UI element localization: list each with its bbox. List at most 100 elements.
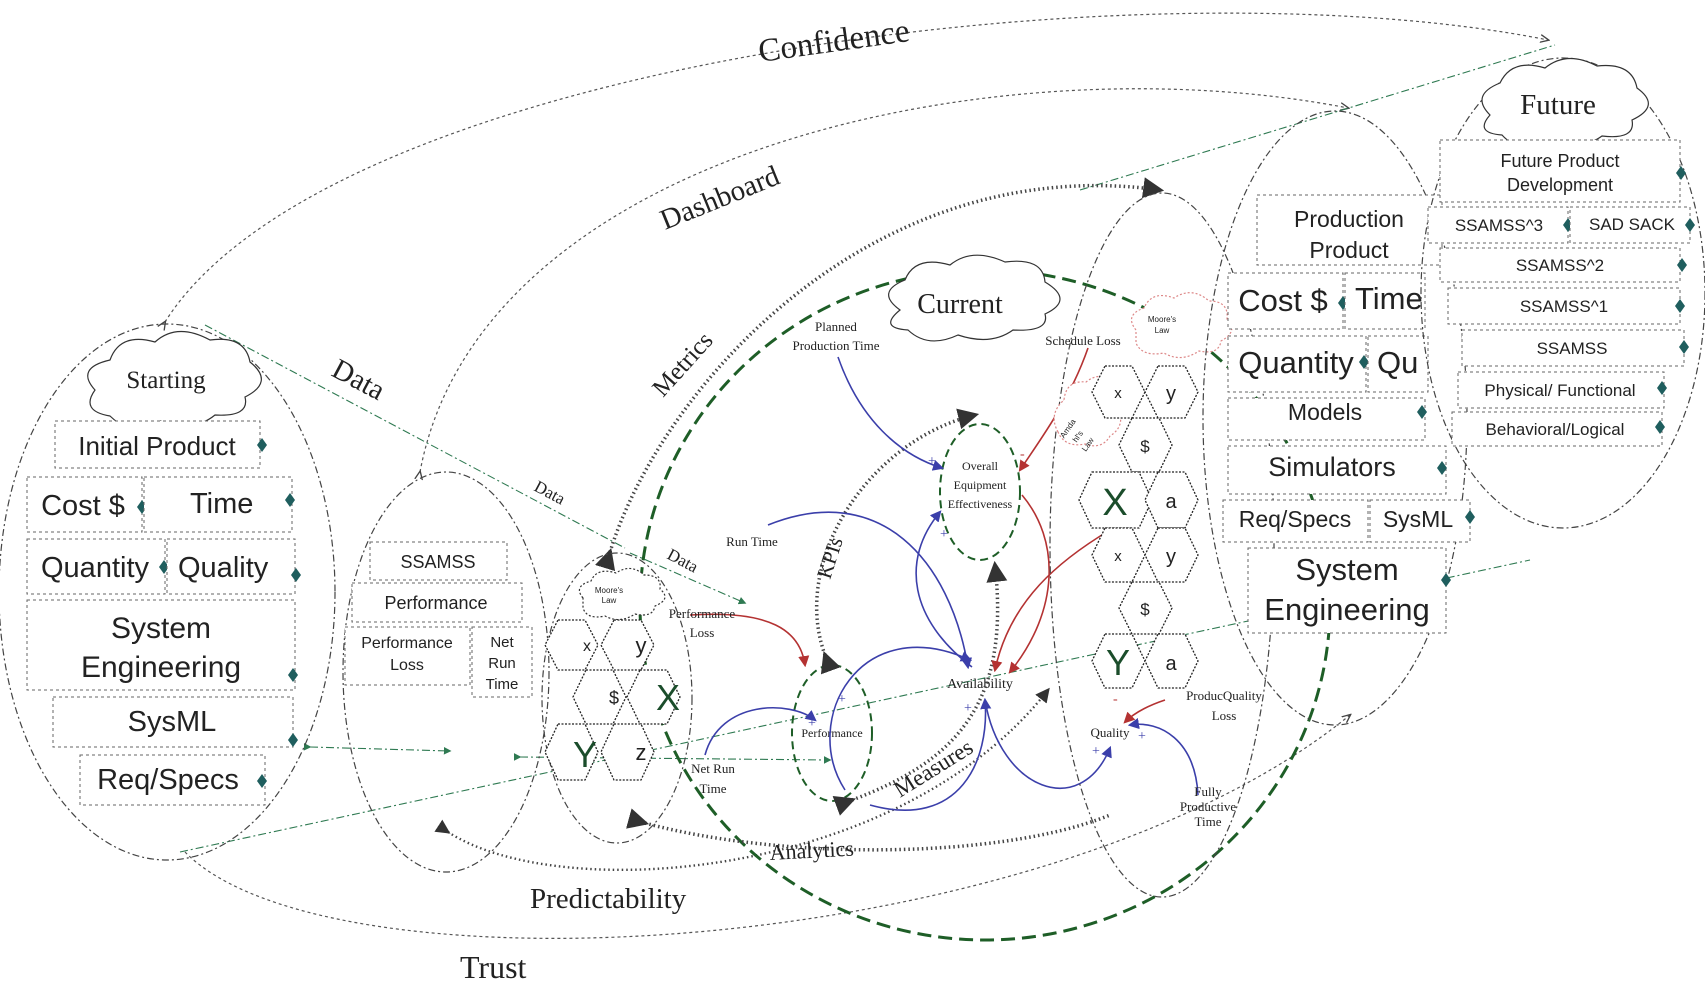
hex-label: $ bbox=[1140, 600, 1150, 619]
diamond-icon bbox=[1417, 405, 1427, 419]
hex-cell bbox=[572, 669, 627, 725]
confidence-label: Confidence bbox=[756, 13, 912, 70]
minus-sign: - bbox=[1020, 447, 1025, 462]
diamond-icon bbox=[288, 668, 298, 682]
hex-cell bbox=[1118, 417, 1173, 473]
left-moores-law-1: Moore's bbox=[595, 586, 623, 595]
initial-product-label: Initial Product bbox=[78, 431, 236, 461]
performance-loss-1: Performance bbox=[669, 606, 736, 621]
diamond-icon bbox=[291, 568, 301, 582]
data-small-label-1: Data bbox=[531, 477, 569, 509]
middle-ssamss-box bbox=[369, 541, 508, 581]
middle-ssamss: SSAMSS bbox=[400, 552, 475, 572]
future-product-2: Development bbox=[1507, 175, 1613, 195]
quality-node: Quality bbox=[1091, 725, 1130, 740]
production-sysml: SysML bbox=[1383, 506, 1454, 532]
middle-net-run-time-1: Net bbox=[490, 634, 514, 651]
performance-to-availability-2 bbox=[869, 697, 992, 811]
schedule-loss: Schedule Loss bbox=[1045, 333, 1120, 348]
perfloss-to-performance bbox=[689, 613, 810, 668]
starting-system-engineering-2: Engineering bbox=[81, 651, 241, 684]
hex-cell bbox=[544, 723, 599, 781]
ssamss1-box bbox=[1447, 287, 1681, 325]
left-hex-ellipse bbox=[541, 552, 693, 844]
diamond-icon bbox=[288, 733, 298, 747]
hex-label: Y bbox=[573, 734, 597, 775]
starting-title: Starting bbox=[126, 367, 206, 394]
middle-performance-loss-box bbox=[344, 626, 471, 686]
hex-label: y bbox=[1166, 546, 1176, 568]
data-line bbox=[204, 324, 626, 549]
diamond-icon bbox=[257, 438, 267, 452]
netrun-to-performance bbox=[704, 706, 817, 756]
future-ssamss1: SSAMSS^1 bbox=[1520, 297, 1608, 316]
plus-sign: + bbox=[1138, 729, 1146, 744]
future-ssamss2: SSAMSS^2 bbox=[1516, 256, 1604, 275]
hex-label: $ bbox=[1140, 437, 1150, 456]
plus-sign: + bbox=[928, 454, 936, 469]
future-product-1: Future Product bbox=[1500, 151, 1619, 171]
availability-to-oee bbox=[915, 510, 973, 668]
production-system-engineering-2: Engineering bbox=[1264, 592, 1429, 627]
production-quantity-box bbox=[1227, 335, 1367, 393]
fully-productive-time-2: Productive bbox=[1180, 799, 1237, 814]
hex-label: a bbox=[1165, 653, 1177, 675]
sad-sack-box bbox=[1569, 206, 1691, 244]
minus-sign: - bbox=[1113, 692, 1118, 707]
dashboard-label: Dashboard bbox=[656, 160, 785, 237]
performance-loss-2: Loss bbox=[690, 625, 715, 640]
fully-productive-time-1: Fully bbox=[1194, 784, 1222, 799]
right-hex-cluster bbox=[1078, 365, 1199, 689]
future-sad-sack: SAD SACK bbox=[1589, 215, 1676, 234]
planned-production-time-1: Planned bbox=[815, 319, 857, 334]
metrics-arc bbox=[595, 177, 1165, 572]
time-box bbox=[143, 476, 293, 533]
plus-sign: + bbox=[940, 527, 948, 542]
hex-cell bbox=[600, 619, 655, 671]
production-cost: Cost $ bbox=[1238, 283, 1328, 318]
future-physical: Physical/ Functional bbox=[1484, 381, 1635, 400]
middle-net-run-time-2: Run bbox=[488, 655, 516, 672]
diamond-icon bbox=[285, 493, 295, 507]
confidence-arc bbox=[165, 12, 1548, 322]
produc-quality-loss-2: Loss bbox=[1212, 708, 1237, 723]
diamond-icon bbox=[1677, 258, 1687, 272]
starting-req-specs: Req/Specs bbox=[97, 764, 239, 796]
data-big-label: Data bbox=[327, 353, 390, 407]
req-specs-box bbox=[79, 754, 266, 806]
planned-to-oee bbox=[837, 356, 945, 471]
current-cloud bbox=[888, 254, 1061, 342]
starting-cost: Cost $ bbox=[41, 490, 125, 522]
middle-performance: Performance bbox=[384, 593, 487, 613]
right-moores-law-1: Moore's bbox=[1148, 315, 1176, 324]
start-middle-link bbox=[303, 742, 452, 755]
net-run-time-2: Time bbox=[700, 781, 727, 796]
net-run-time-1: Net Run bbox=[691, 761, 735, 776]
left-moores-cloud bbox=[578, 567, 666, 621]
analytics-label: Analytics bbox=[769, 836, 855, 865]
diamond-icon bbox=[1359, 355, 1369, 369]
predictability-label: Predictability bbox=[530, 883, 687, 915]
production-quality: Qu bbox=[1377, 345, 1418, 380]
dashboard-arc bbox=[420, 88, 1348, 472]
production-title-2: Product bbox=[1309, 237, 1389, 263]
quantity-box bbox=[26, 538, 166, 595]
diamond-icon bbox=[1685, 218, 1695, 232]
predictability-arc bbox=[434, 687, 1050, 872]
fully-to-quality bbox=[1127, 718, 1199, 796]
diamond-icon bbox=[1676, 166, 1686, 180]
production-time-box bbox=[1344, 272, 1426, 330]
data-small-label-2: Data bbox=[664, 545, 702, 577]
cost-box bbox=[26, 476, 143, 533]
fully-productive-time-3: Time bbox=[1195, 814, 1222, 829]
middle-net-run-time-3: Time bbox=[486, 676, 519, 693]
hex-cell bbox=[1144, 365, 1199, 419]
diamond-icon bbox=[1465, 510, 1475, 524]
plus-sign: + bbox=[1092, 744, 1100, 759]
planned-production-time-2: Production Time bbox=[792, 338, 879, 353]
current-ellipse bbox=[638, 268, 1332, 942]
production-simulators: Simulators bbox=[1268, 452, 1396, 482]
availability-node: Availability bbox=[947, 677, 1013, 692]
quality-box bbox=[166, 538, 296, 595]
